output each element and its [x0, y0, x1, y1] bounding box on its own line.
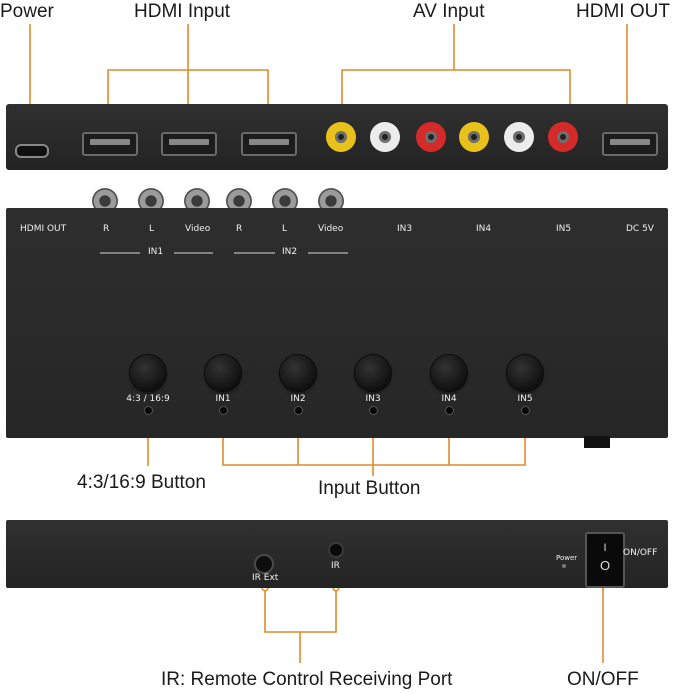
hdmi-port-icon — [161, 132, 217, 156]
group-label-in2: IN2 — [282, 247, 298, 257]
power-callout: Power — [0, 1, 54, 22]
input-button-callout: Input Button — [318, 478, 421, 499]
led-indicator — [295, 407, 302, 414]
input-button-in3[interactable] — [355, 355, 391, 391]
input-button-in1[interactable] — [205, 355, 241, 391]
back-panel — [6, 104, 668, 170]
front-label-video: Video — [318, 224, 344, 234]
button-label-in2: IN2 — [290, 394, 306, 404]
front-label-in5: IN5 — [556, 224, 572, 234]
button-label-in4: IN4 — [441, 394, 457, 404]
led-indicator — [522, 407, 529, 414]
ir-receiver — [330, 544, 342, 556]
hdmi-port-icon — [82, 132, 138, 156]
rca-yellow-icon — [326, 122, 356, 152]
rca-yellow-icon — [459, 122, 489, 152]
ir-ext-jack[interactable] — [256, 556, 272, 572]
hdmi-port-icon — [602, 132, 658, 156]
led-indicator — [220, 407, 227, 414]
switch-mark-on: I — [603, 542, 607, 554]
front-label-l: L — [149, 224, 155, 234]
power-label: Power — [556, 554, 578, 562]
led-indicator — [370, 407, 377, 414]
front-panel — [6, 208, 668, 448]
front-label-video: Video — [185, 224, 211, 234]
button-label-in3: IN3 — [365, 394, 381, 404]
input-button-in5[interactable] — [507, 355, 543, 391]
rca-red-icon — [548, 122, 578, 152]
on-off-callout: ON/OFF — [567, 669, 639, 690]
input-button-in4[interactable] — [431, 355, 467, 391]
front-label-in4: IN4 — [476, 224, 492, 234]
front-label-l: L — [282, 224, 288, 234]
switch-mark-off: O — [599, 558, 611, 573]
power-indicator — [562, 564, 566, 568]
side-panel: I O — [6, 520, 668, 588]
led-indicator — [446, 407, 453, 414]
rca-red-icon — [416, 122, 446, 152]
button-label-aspect: 4:3 / 16:9 — [126, 394, 170, 404]
button-label-in1: IN1 — [215, 394, 231, 404]
led-indicator — [145, 407, 152, 414]
aspect-button-callout: 4:3/16:9 Button — [77, 472, 206, 493]
front-label-dc5v: DC 5V — [626, 224, 654, 234]
aspect-ratio-button[interactable] — [130, 355, 166, 391]
front-label-r: R — [236, 224, 243, 234]
group-label-in1: IN1 — [148, 247, 164, 257]
rca-white-icon — [370, 122, 400, 152]
hdmi-port-icon — [241, 132, 297, 156]
switch-label: ON/OFF — [623, 548, 658, 558]
hdmi-out-callout: HDMI OUT — [576, 1, 670, 22]
ir-port-callout: IR: Remote Control Receiving Port — [161, 669, 453, 690]
front-label-in3: IN3 — [397, 224, 413, 234]
hdmi-input-callout: HDMI Input — [134, 1, 231, 22]
front-label-hdmi-out: HDMI OUT — [20, 224, 67, 234]
input-button-in2[interactable] — [280, 355, 316, 391]
usb-c-port-icon — [15, 144, 49, 158]
av-input-callout: AV Input — [413, 1, 485, 22]
rca-white-icon — [504, 122, 534, 152]
power-jack — [584, 436, 610, 448]
ir-ext-label: IR Ext — [252, 573, 279, 583]
front-label-r: R — [103, 224, 110, 234]
ir-label: IR — [331, 561, 340, 571]
button-label-in5: IN5 — [517, 394, 533, 404]
power-switch-icon[interactable]: I O — [585, 532, 625, 588]
